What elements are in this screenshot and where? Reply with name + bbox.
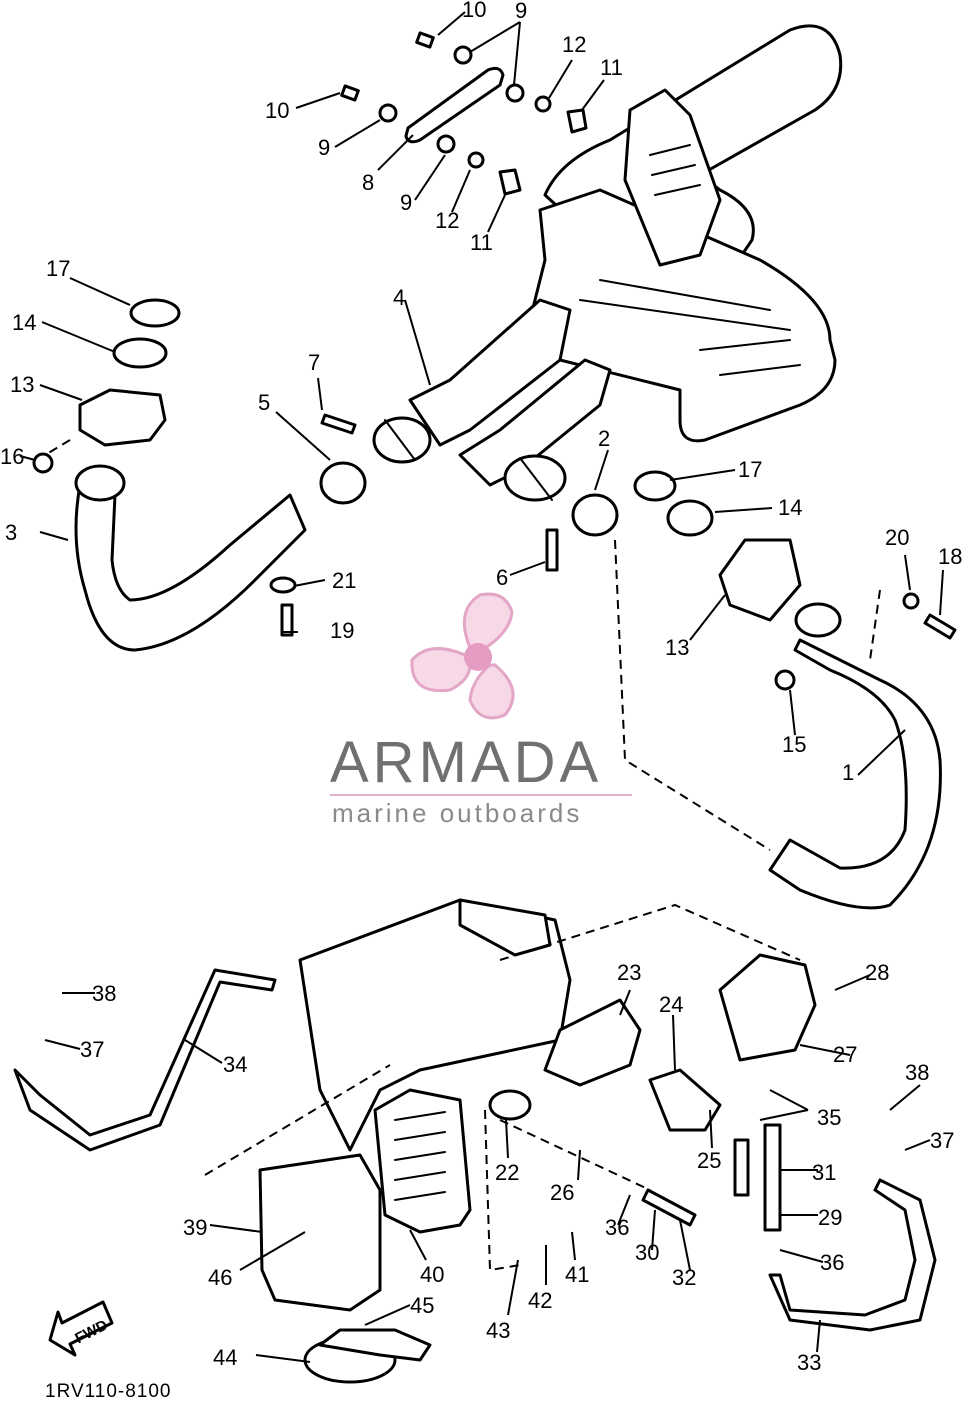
callout-24: 24 <box>659 992 683 1017</box>
assembly-guidelines <box>44 439 881 1272</box>
callout-19: 19 <box>330 618 354 643</box>
leader-lines <box>19 11 944 1363</box>
propeller-logo-icon <box>410 592 515 720</box>
callout-34: 34 <box>223 1052 247 1077</box>
callout-11b: 11 <box>470 230 493 255</box>
callout-31: 31 <box>812 1160 836 1185</box>
callout-29: 29 <box>818 1205 842 1230</box>
callout-18: 18 <box>938 544 962 569</box>
callout-45: 45 <box>410 1293 434 1318</box>
mounting-bracket-group <box>340 31 588 196</box>
callout-38b: 38 <box>905 1060 929 1085</box>
callout-22: 22 <box>495 1160 519 1185</box>
forward-arrow-icon: FWD <box>48 1300 114 1357</box>
callout-14a: 14 <box>12 310 36 335</box>
callout-42: 42 <box>528 1288 552 1313</box>
callout-11a: 11 <box>600 55 623 80</box>
callout-7: 7 <box>308 350 320 375</box>
callout-36b: 36 <box>820 1250 844 1275</box>
callout-1: 1 <box>842 760 854 785</box>
right-exhaust-pipe <box>571 493 942 910</box>
callout-2: 2 <box>598 426 610 451</box>
callout-10b: 10 <box>265 98 289 123</box>
brand-name: ARMADA <box>330 730 602 795</box>
callout-9a: 9 <box>515 0 527 23</box>
callout-labels: 1 2 3 4 5 6 7 8 9 9 9 10 10 11 11 12 12 … <box>0 0 962 1375</box>
left-exhaust-pipe <box>74 461 367 652</box>
callout-9b: 9 <box>318 135 330 160</box>
callout-14b: 14 <box>778 495 802 520</box>
armada-watermark: ARMADA marine outboards <box>330 592 632 828</box>
callout-43: 43 <box>486 1318 510 1343</box>
callout-35: 35 <box>817 1105 841 1130</box>
callout-41: 41 <box>565 1262 589 1287</box>
callout-12b: 12 <box>435 208 459 233</box>
callout-28: 28 <box>865 960 889 985</box>
callout-15: 15 <box>782 732 806 757</box>
callout-27: 27 <box>833 1042 857 1067</box>
callout-5: 5 <box>258 390 270 415</box>
callout-36a: 36 <box>605 1215 629 1240</box>
callout-37b: 37 <box>930 1128 954 1153</box>
callout-26: 26 <box>550 1180 574 1205</box>
callout-16: 16 <box>0 444 24 469</box>
callout-44: 44 <box>213 1345 237 1370</box>
callout-32: 32 <box>672 1265 696 1290</box>
callout-6: 6 <box>496 565 508 590</box>
callout-20: 20 <box>885 525 909 550</box>
callout-13a: 13 <box>10 372 34 397</box>
callout-33: 33 <box>797 1350 821 1375</box>
callout-39: 39 <box>183 1215 207 1240</box>
callout-12a: 12 <box>562 32 586 57</box>
callout-23: 23 <box>617 960 641 985</box>
callout-40: 40 <box>420 1262 444 1287</box>
callout-30: 30 <box>635 1240 659 1265</box>
muffler-assembly <box>372 24 843 502</box>
callout-3: 3 <box>5 520 17 545</box>
callout-9c: 9 <box>400 190 412 215</box>
callout-13b: 13 <box>665 635 689 660</box>
callout-46: 46 <box>208 1265 232 1290</box>
callout-37a: 37 <box>80 1037 104 1062</box>
callout-8: 8 <box>362 170 374 195</box>
callout-17a: 17 <box>46 256 70 281</box>
brand-tagline: marine outboards <box>332 798 582 828</box>
callout-17b: 17 <box>738 457 762 482</box>
drawing-code: 1RV110-8100 <box>45 1381 172 1402</box>
callout-21: 21 <box>332 568 356 593</box>
callout-4: 4 <box>393 285 405 310</box>
air-box-assembly <box>13 898 937 1384</box>
flange-gaskets <box>32 298 957 691</box>
callout-38a: 38 <box>92 981 116 1006</box>
callout-25: 25 <box>697 1148 721 1173</box>
callout-10a: 10 <box>462 0 486 22</box>
